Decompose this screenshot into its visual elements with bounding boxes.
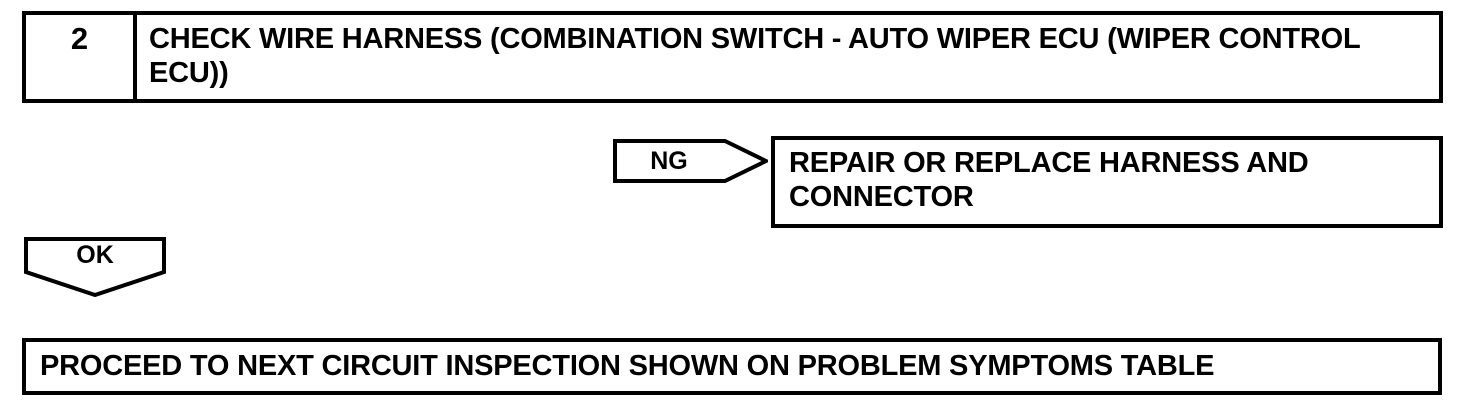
- step-title-cell: CHECK WIRE HARNESS (COMBINATION SWITCH -…: [137, 15, 1439, 99]
- step-number-cell: 2: [26, 15, 137, 99]
- ng-result-text: REPAIR OR REPLACE HARNESS AND CONNECTOR: [789, 147, 1309, 213]
- ok-arrow-shape: [24, 237, 166, 297]
- step-number: 2: [70, 21, 89, 56]
- step-header-box: 2 CHECK WIRE HARNESS (COMBINATION SWITCH…: [22, 11, 1443, 103]
- ok-branch-arrow: OK: [24, 237, 166, 297]
- proceed-result-text: PROCEED TO NEXT CIRCUIT INSPECTION SHOWN…: [40, 349, 1215, 382]
- ng-arrow-shape: [613, 139, 768, 183]
- ng-branch-arrow: NG: [613, 139, 768, 183]
- proceed-result-box: PROCEED TO NEXT CIRCUIT INSPECTION SHOWN…: [22, 338, 1442, 395]
- ng-result-box: REPAIR OR REPLACE HARNESS AND CONNECTOR: [771, 136, 1443, 228]
- step-title: CHECK WIRE HARNESS (COMBINATION SWITCH -…: [149, 23, 1360, 89]
